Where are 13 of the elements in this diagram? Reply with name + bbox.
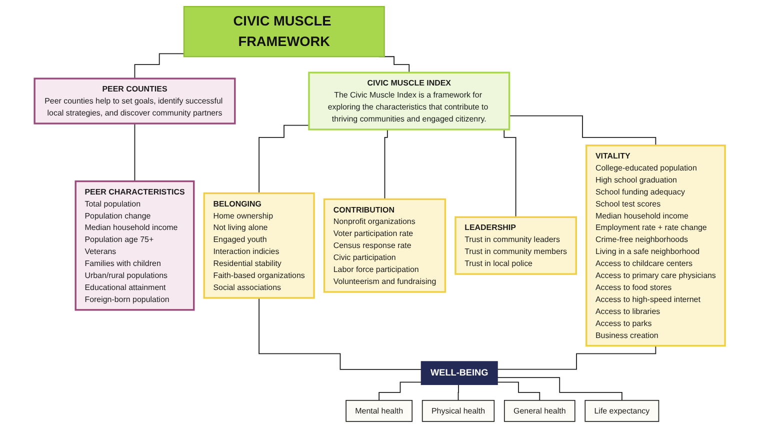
connector — [258, 298, 422, 370]
connector — [258, 124, 310, 194]
connector — [497, 382, 540, 401]
node-box: CIVIC MUSCLE FRAMEWORK — [184, 6, 386, 58]
connector — [134, 123, 136, 182]
connector — [497, 377, 623, 401]
node-box: WELL-BEING — [421, 361, 498, 386]
connector — [384, 129, 391, 200]
connector — [134, 53, 185, 79]
connector — [497, 345, 656, 370]
connector — [509, 115, 656, 146]
connector — [458, 384, 460, 401]
connector — [378, 382, 422, 401]
